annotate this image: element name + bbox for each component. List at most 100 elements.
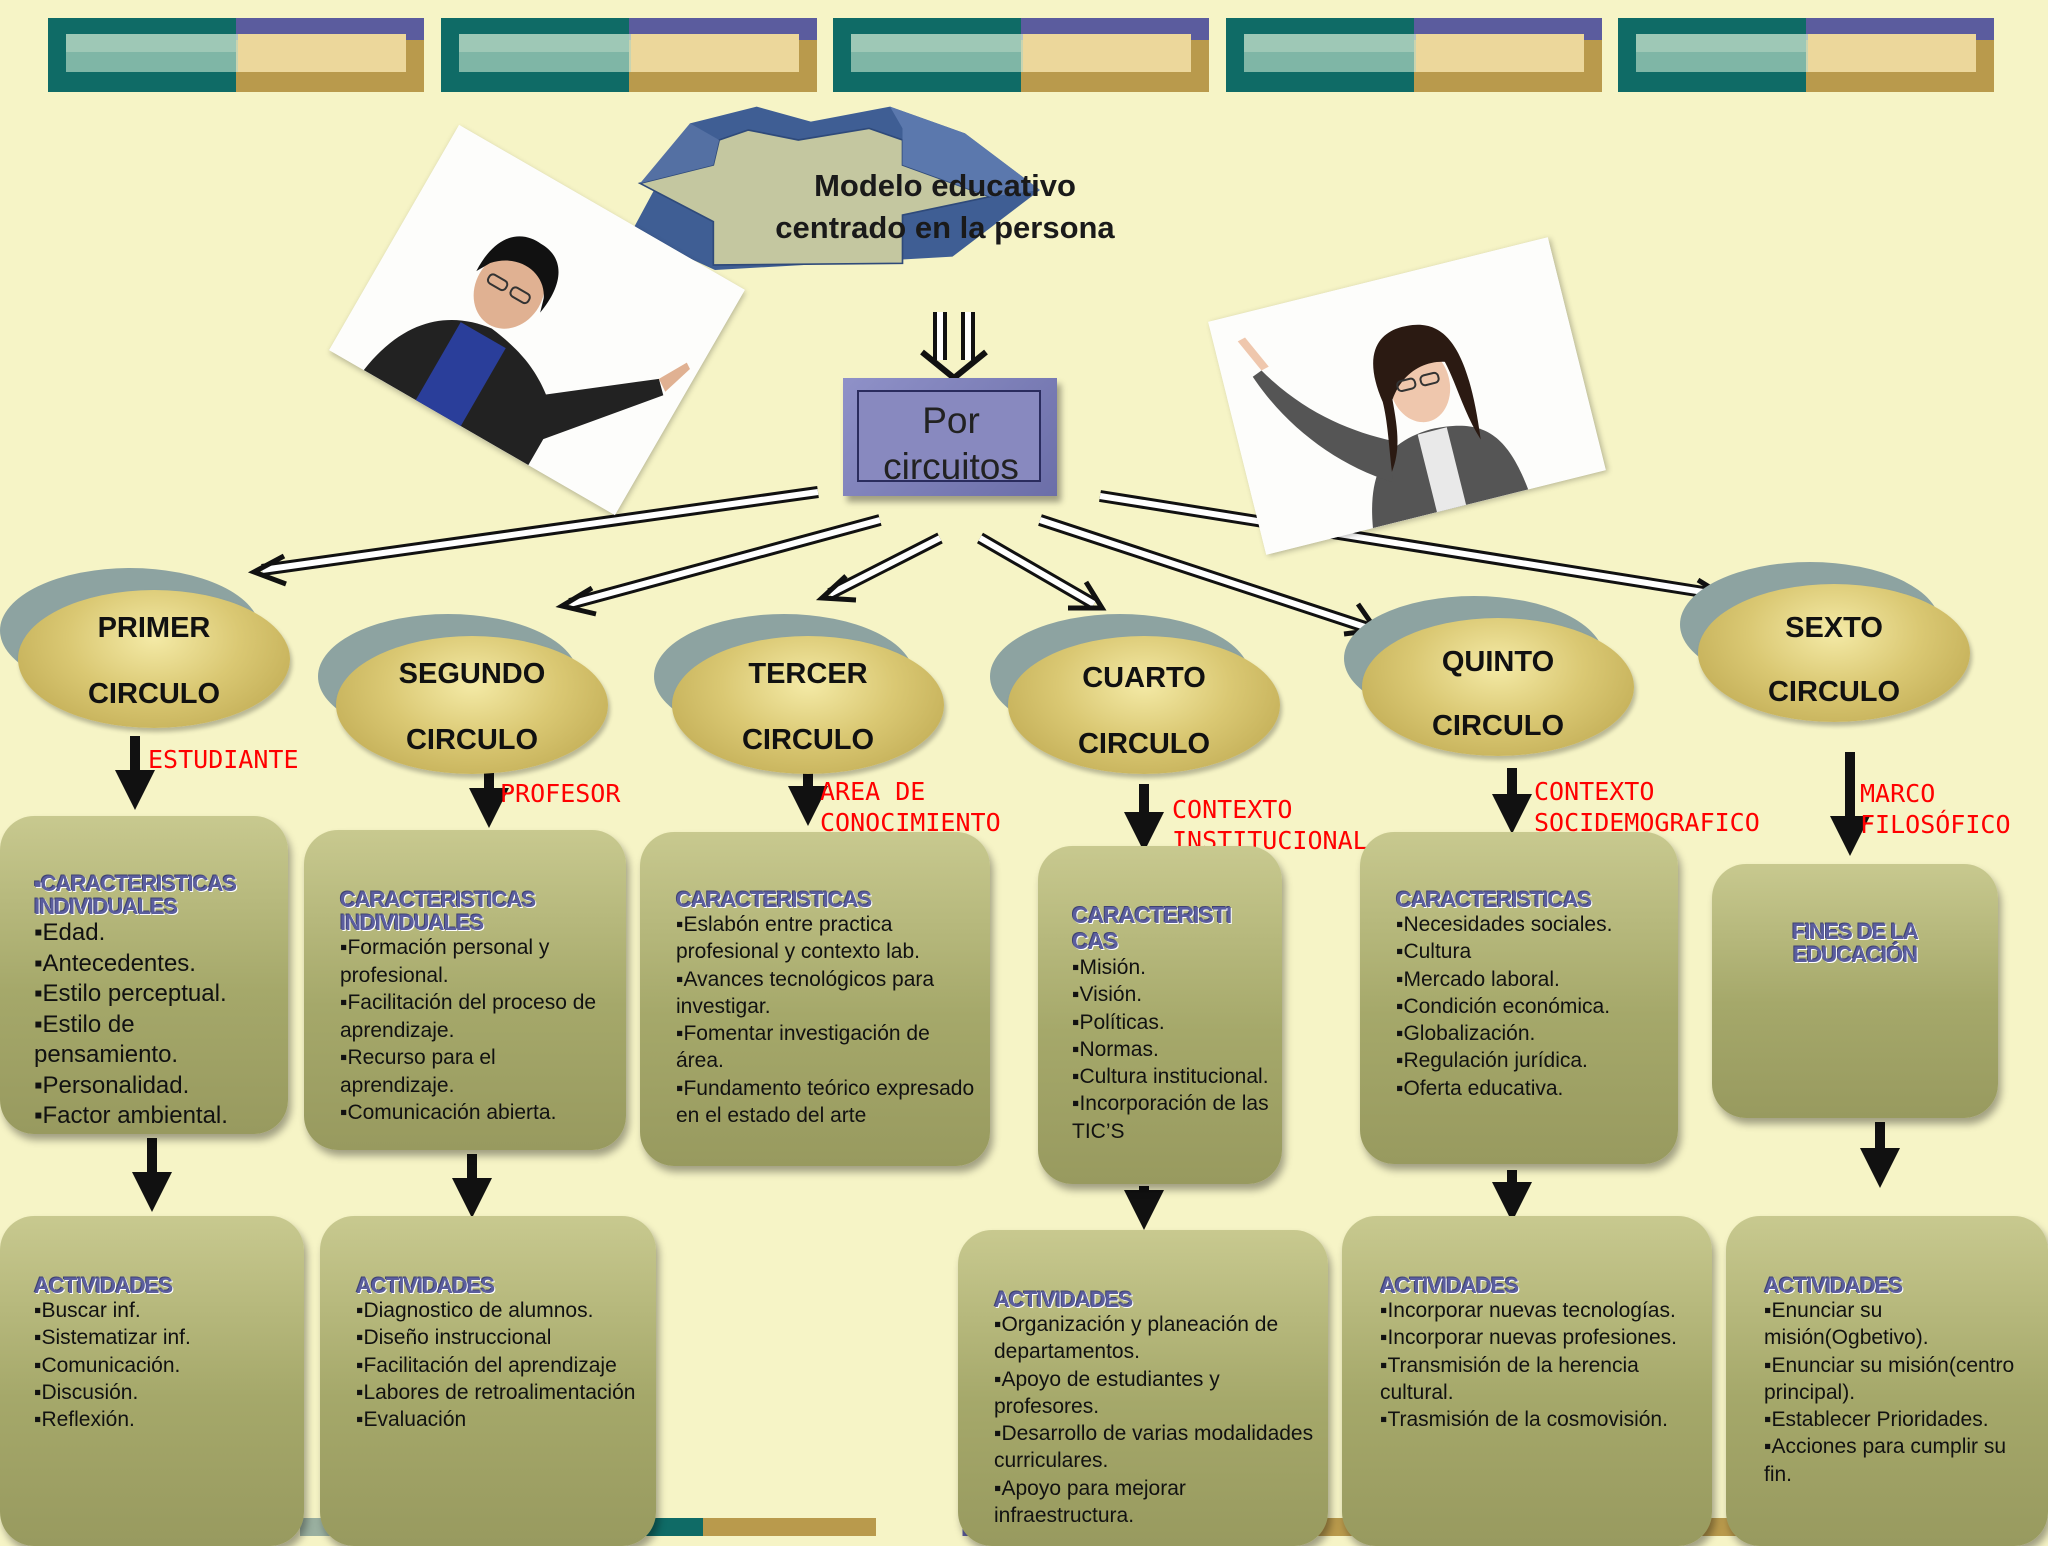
characteristics-box-1: ▪CARACTERISTICAS INDIVIDUALES Edad. Ante…: [0, 816, 288, 1134]
list-item: Organización y planeación de departament…: [994, 1311, 1314, 1366]
circle-3-tag: AREA DE CONOCIMIENTO: [820, 777, 1001, 837]
down-arrow-icon: [115, 736, 1870, 856]
list-item: Visión.: [1072, 981, 1272, 1008]
activities-list-2: Diagnostico de alumnos. Diseño instrucci…: [356, 1297, 642, 1433]
list-item: Reflexión.: [34, 1406, 290, 1433]
circle-6-tag: MARCO FILOSÓFICO: [1860, 779, 2011, 839]
branch-arrows: [247, 486, 1730, 637]
circle-1: PRIMER CIRCULO: [0, 568, 290, 728]
characteristics-heading-5: CARACTERISTICAS: [1396, 887, 1592, 912]
header-banner-2: [441, 18, 817, 92]
list-item: Facilitación del proceso de aprendizaje.: [340, 989, 612, 1044]
center-node-label: Por circuitos: [883, 400, 1019, 487]
list-item: Condición económica.: [1396, 993, 1668, 1020]
list-item: Mercado laboral.: [1396, 966, 1668, 993]
list-item: Labores de retroalimentación: [356, 1379, 642, 1406]
circle-2: SEGUNDO CIRCULO: [318, 614, 608, 774]
list-item: Estilo de pensamiento.: [34, 1010, 274, 1071]
double-arrow-icon: [920, 312, 988, 382]
list-item: Estilo perceptual.: [34, 979, 274, 1010]
list-item: Enunciar su misión(centro principal).: [1764, 1352, 2038, 1407]
list-item: Diagnostico de alumnos.: [356, 1297, 642, 1324]
circle-2-line2: CIRCULO: [405, 724, 539, 756]
circle-6-line1: SEXTO: [1785, 612, 1883, 644]
list-item: Avances tecnológicos para investigar.: [676, 966, 976, 1021]
circle-5: QUINTO CIRCULO: [1344, 596, 1634, 756]
header-banner-5: [1618, 18, 1994, 92]
list-item: Políticas.: [1072, 1009, 1272, 1036]
characteristics-box-4: CARACTERISTI CAS Misión. Visión. Polític…: [1038, 846, 1282, 1184]
list-item: Regulación jurídica.: [1396, 1047, 1668, 1074]
circle-5-line1: QUINTO: [1441, 646, 1555, 678]
list-item: Incorporar nuevas tecnologías.: [1380, 1297, 1698, 1324]
list-item: Comunicación.: [34, 1352, 290, 1379]
list-item: Globalización.: [1396, 1020, 1668, 1047]
characteristics-list-1: Edad. Antecedentes. Estilo perceptual. E…: [34, 918, 274, 1132]
activities-list-6: Enunciar su misión(Ogbetivo). Enunciar s…: [1764, 1297, 2038, 1488]
list-item: Recurso para el aprendizaje.: [340, 1044, 612, 1099]
characteristics-list-3: Eslabón entre practica profesional y con…: [676, 911, 976, 1129]
circle-4: CUARTO CIRCULO: [990, 614, 1280, 774]
list-item: Formación personal y profesional.: [340, 934, 612, 989]
list-item: Establecer Prioridades.: [1764, 1406, 2038, 1433]
center-node: Por circuitos: [843, 378, 1057, 496]
activities-heading-6: ACTIVIDADES: [1764, 1273, 1903, 1298]
teacher-photo-left: [329, 124, 745, 516]
activities-heading-2: ACTIVIDADES: [356, 1273, 495, 1298]
header-banner-3: [833, 18, 1209, 92]
circle-1-line2: CIRCULO: [87, 678, 221, 710]
list-item: Enunciar su misión(Ogbetivo).: [1764, 1297, 2038, 1352]
circle-5-tag: CONTEXTO SOCIDEMOGRAFICO: [1534, 777, 1760, 837]
list-item: Acciones para cumplir su fin.: [1764, 1433, 2038, 1488]
characteristics-heading-6: FINES DE LA EDUCACIÓN: [1792, 919, 1919, 967]
activities-list-5: Incorporar nuevas tecnologías. Incorpora…: [1380, 1297, 1698, 1433]
circle-2-line1: SEGUNDO: [398, 658, 546, 690]
header-banner-4: [1226, 18, 1602, 92]
activities-heading-1: ACTIVIDADES: [34, 1273, 173, 1298]
down-arrow-icon-2: [132, 1122, 1900, 1230]
characteristics-heading-2: CARACTERISTICAS INDIVIDUALES: [340, 887, 536, 935]
teacher-photo-right: [1208, 237, 1606, 555]
characteristics-box-3: CARACTERISTICAS Eslabón entre practica p…: [640, 832, 990, 1166]
list-item: Desarrollo de varias modalidades curricu…: [994, 1420, 1314, 1475]
activities-box-1: ACTIVIDADES Buscar inf. Sistematizar inf…: [0, 1216, 304, 1546]
list-item: Apoyo de estudiantes y profesores.: [994, 1366, 1314, 1421]
circle-4-line2: CIRCULO: [1077, 728, 1211, 760]
activities-list-1: Buscar inf. Sistematizar inf. Comunicaci…: [34, 1297, 290, 1433]
list-item: Normas.: [1072, 1036, 1272, 1063]
list-item: Fomentar investigación de área.: [676, 1020, 976, 1075]
circle-3-line2: CIRCULO: [741, 724, 875, 756]
characteristics-heading-4: CARACTERISTI CAS: [1072, 902, 1232, 954]
circle-2-tag: PROFESOR: [500, 779, 621, 808]
circle-3-line1: TERCER: [748, 658, 868, 690]
list-item: Personalidad.: [34, 1071, 274, 1102]
list-item: Necesidades sociales.: [1396, 911, 1668, 938]
characteristics-list-2: Formación personal y profesional. Facili…: [340, 934, 612, 1127]
list-item: Facilitación del aprendizaje: [356, 1352, 642, 1379]
list-item: Oferta educativa.: [1396, 1075, 1668, 1102]
list-item: Misión.: [1072, 954, 1272, 981]
list-item: Transmisión de la herencia cultural.: [1380, 1352, 1698, 1407]
characteristics-list-4: Misión. Visión. Políticas. Normas. Cultu…: [1072, 954, 1272, 1145]
list-item: Trasmisión de la cosmovisión.: [1380, 1406, 1698, 1433]
activities-heading-4: ACTIVIDADES: [994, 1287, 1133, 1312]
list-item: Apoyo para mejorar infraestructura.: [994, 1475, 1314, 1530]
list-item: Cultura: [1396, 938, 1668, 965]
list-item: Incorporación de las TIC’S: [1072, 1090, 1272, 1145]
list-item: Factor ambiental.: [34, 1101, 274, 1132]
header-banner-1: [48, 18, 424, 92]
activities-box-6: ACTIVIDADES Enunciar su misión(Ogbetivo)…: [1726, 1216, 2048, 1546]
list-item: Eslabón entre practica profesional y con…: [676, 911, 976, 966]
activities-heading-5: ACTIVIDADES: [1380, 1273, 1519, 1298]
list-item: Incorporar nuevas profesiones.: [1380, 1324, 1698, 1351]
circle-5-line2: CIRCULO: [1431, 710, 1565, 742]
list-item: Edad.: [34, 918, 274, 949]
characteristics-heading-3: CARACTERISTICAS: [676, 887, 872, 912]
characteristics-box-6: FINES DE LA EDUCACIÓN: [1712, 864, 1998, 1118]
list-item: Evaluación: [356, 1406, 642, 1433]
list-item: Comunicación abierta.: [340, 1099, 612, 1127]
circle-6-line2: CIRCULO: [1767, 676, 1901, 708]
activities-box-4: ACTIVIDADES Organización y planeación de…: [958, 1230, 1328, 1546]
circle-1-tag: ESTUDIANTE: [148, 745, 299, 774]
